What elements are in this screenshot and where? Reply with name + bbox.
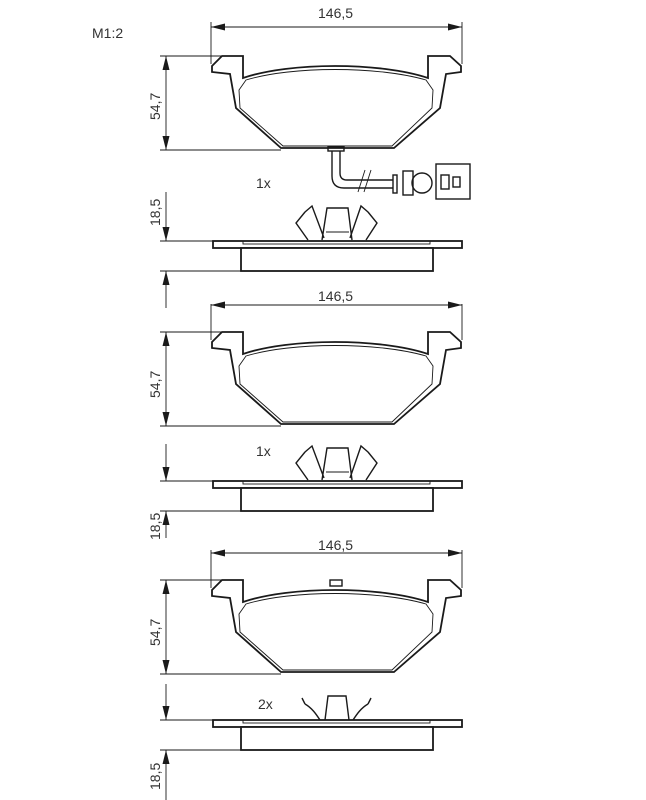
drawing-1 (160, 22, 471, 308)
width-dimension-2: 146,5 (318, 288, 354, 304)
height-dimension-3: 54,7 (147, 618, 163, 646)
drawing-3 (160, 549, 463, 800)
quantity-label-2: 1x (256, 443, 271, 459)
height-dimension-2: 54,7 (147, 370, 163, 398)
quantity-label-3: 2x (258, 696, 273, 712)
thickness-dimension-2: 18,5 (147, 512, 163, 540)
thickness-dimension-1: 18,5 (147, 198, 163, 226)
width-dimension-3: 146,5 (318, 537, 354, 553)
thickness-dimension-3: 18,5 (147, 762, 163, 790)
scale-label: M1:2 (92, 25, 124, 41)
width-dimension-1: 146,5 (318, 5, 354, 21)
quantity-label-1: 1x (256, 175, 271, 191)
drawing-2 (160, 301, 463, 538)
height-dimension-1: 54,7 (147, 92, 163, 120)
